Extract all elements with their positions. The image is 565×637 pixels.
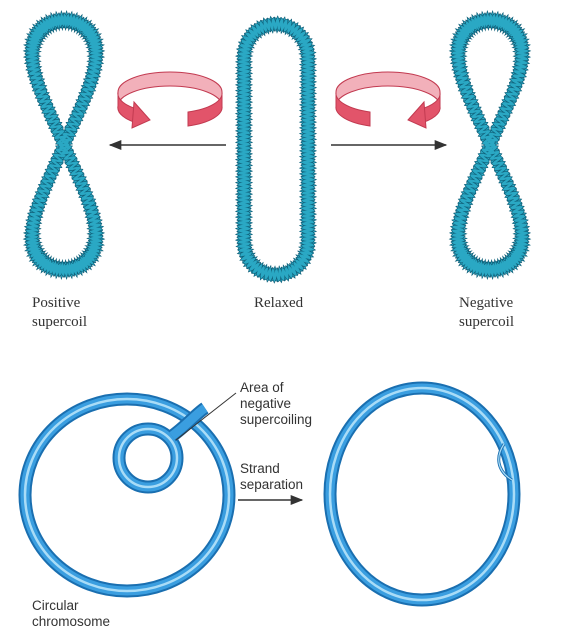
- process-line1: Strand: [240, 461, 280, 476]
- circular-chromosome-label: Circular chromosome: [32, 598, 110, 629]
- dna-strand: [24, 12, 104, 278]
- annotation-line1: Area of: [240, 380, 284, 395]
- positive-label-line1: Positive: [32, 295, 81, 311]
- annotation-leader-line: [175, 392, 237, 441]
- positive-supercoil-dna: [22, 10, 106, 280]
- chromosome-line2: chromosome: [32, 614, 110, 629]
- positive-label-line2: supercoil: [32, 314, 87, 330]
- circular-chromosome-separated: [323, 381, 521, 607]
- rotation-arrow-negative-icon: [335, 71, 441, 129]
- process-line2: separation: [240, 477, 303, 492]
- relaxed-label: Relaxed: [254, 295, 304, 311]
- circular-chromosome-supercoiled: [18, 392, 236, 598]
- negative-supercoil-dna: [448, 10, 532, 280]
- chromosome-line1: Circular: [32, 598, 79, 613]
- strand-separation-label: Strand separation: [240, 461, 303, 492]
- relaxed-dna: [234, 15, 318, 284]
- annotation-line3: supercoiling: [240, 412, 312, 427]
- negative-supercoiling-label: Area of negative supercoiling: [240, 380, 312, 427]
- negative-label-line2: supercoil: [459, 314, 514, 330]
- positive-supercoil-label: Positive supercoil: [32, 295, 87, 330]
- dna-strand: [450, 12, 530, 278]
- negative-supercoil-label: Negative supercoil: [459, 295, 517, 330]
- rotation-arrow-positive-icon: [117, 71, 223, 129]
- dna-strand: [236, 16, 316, 283]
- negative-label-line1: Negative: [459, 295, 513, 311]
- annotation-line2: negative: [240, 396, 291, 411]
